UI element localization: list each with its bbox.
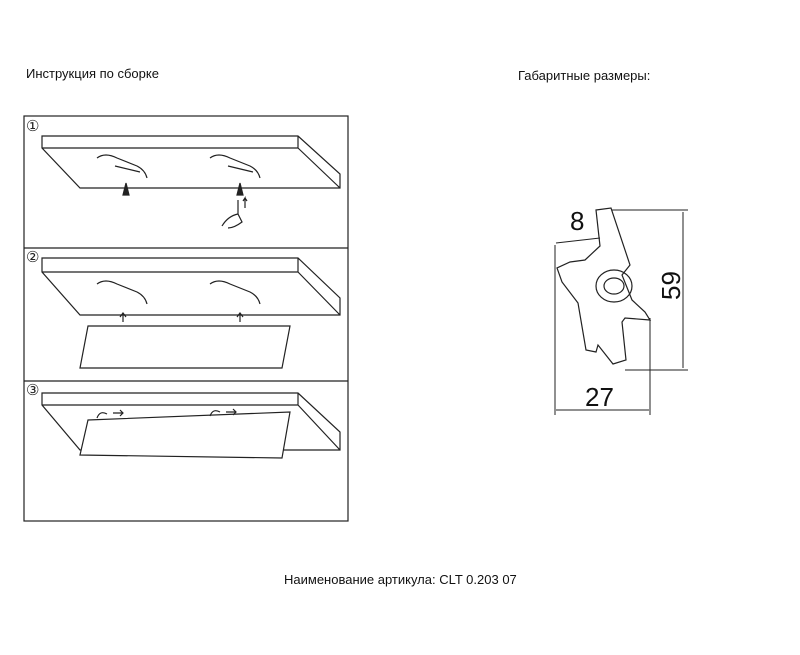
ceiling-board — [41, 392, 341, 451]
lamp-body — [79, 411, 291, 459]
mounting-bracket-drawing — [556, 207, 652, 365]
screw-icon — [236, 182, 244, 196]
right-arrow-icon — [113, 408, 237, 417]
mounting-clip-icon — [96, 280, 148, 305]
mounting-clip-icon — [96, 154, 148, 179]
dimension-lines — [554, 209, 688, 415]
step-3-number: ③ — [26, 382, 39, 399]
ceiling-board — [41, 257, 341, 316]
assembly-title: Инструкция по сборке — [26, 66, 159, 81]
mounting-clip-icon — [209, 154, 261, 179]
lamp-body — [79, 325, 291, 369]
mounting-clip-icon — [96, 410, 221, 419]
dimension-offset: 8 — [570, 206, 584, 236]
article-label: Наименование артикула: CLT 0.203 07 — [284, 572, 517, 587]
dimensions-title: Габаритные размеры: — [518, 68, 651, 83]
up-arrow-icon — [119, 312, 244, 322]
ceiling-board — [41, 135, 341, 189]
screw-icon — [122, 182, 130, 196]
steps-frame — [23, 115, 349, 522]
step-1-number: ① — [26, 118, 39, 135]
dimension-width: 27 — [585, 382, 614, 412]
mounting-clip-icon — [209, 280, 261, 305]
dimension-height: 59 — [656, 271, 686, 300]
step-2-number: ② — [26, 249, 39, 266]
screwdriver-hand-icon — [221, 196, 248, 229]
